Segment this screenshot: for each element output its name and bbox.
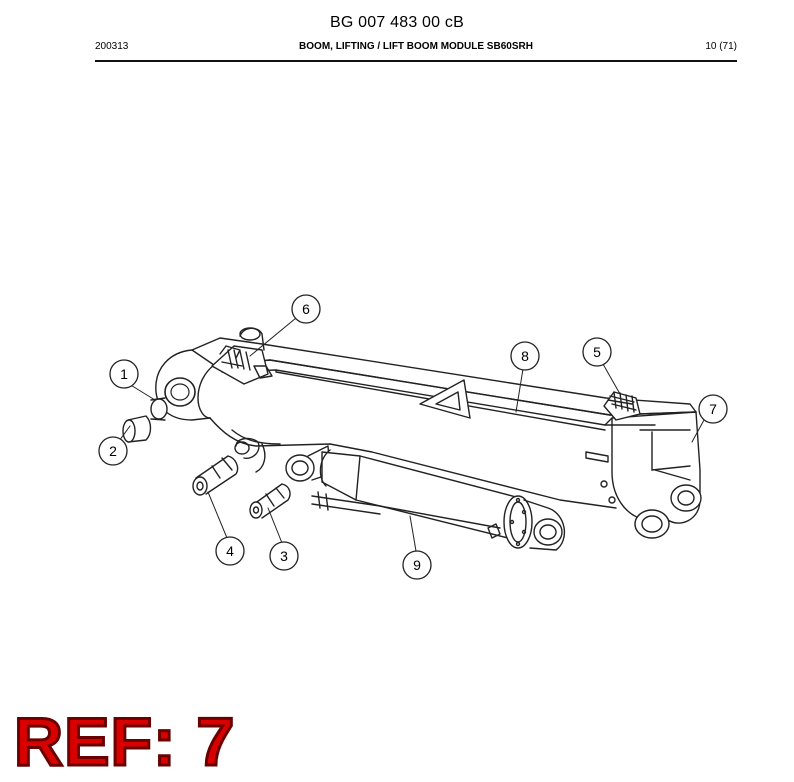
pin-part — [249, 483, 291, 519]
callout-2: 2 — [98, 436, 128, 466]
callout-4: 4 — [215, 536, 245, 566]
svg-text:6: 6 — [302, 301, 310, 317]
document-number: BG 007 483 00 cB — [330, 14, 464, 31]
callout-6: 6 — [291, 294, 321, 324]
svg-text:4: 4 — [226, 543, 234, 559]
bushing-part — [150, 397, 168, 421]
svg-text:5: 5 — [593, 344, 601, 360]
callout-9: 9 — [402, 550, 432, 580]
reference-label: REF: 7 — [12, 704, 236, 780]
callout-7: 7 — [698, 394, 728, 424]
pin-part — [192, 455, 239, 496]
hydraulic-cylinder-part — [285, 445, 566, 551]
section-title: BOOM, LIFTING / LIFT BOOM MODULE SB60SRH — [299, 41, 533, 52]
callout-1: 1 — [109, 359, 139, 389]
svg-text:1: 1 — [120, 366, 128, 382]
callout-8: 8 — [510, 341, 540, 371]
header-divider — [95, 60, 737, 62]
date-code: 200313 — [95, 41, 129, 52]
connector-block-part — [211, 327, 273, 385]
svg-text:2: 2 — [109, 443, 117, 459]
lifting-eye — [419, 379, 471, 419]
svg-text:7: 7 — [709, 401, 717, 417]
callout-5: 5 — [582, 337, 612, 367]
svg-text:8: 8 — [521, 348, 529, 364]
connector-block-part — [603, 391, 641, 421]
callout-3: 3 — [269, 541, 299, 571]
page-number: 10 (71) — [705, 41, 737, 52]
leader-lines — [118, 317, 705, 552]
svg-text:3: 3 — [280, 548, 288, 564]
svg-text:9: 9 — [413, 557, 421, 573]
page-header: 200313 BOOM, LIFTING / LIFT BOOM MODULE … — [95, 41, 737, 55]
bushing-part — [122, 415, 152, 443]
